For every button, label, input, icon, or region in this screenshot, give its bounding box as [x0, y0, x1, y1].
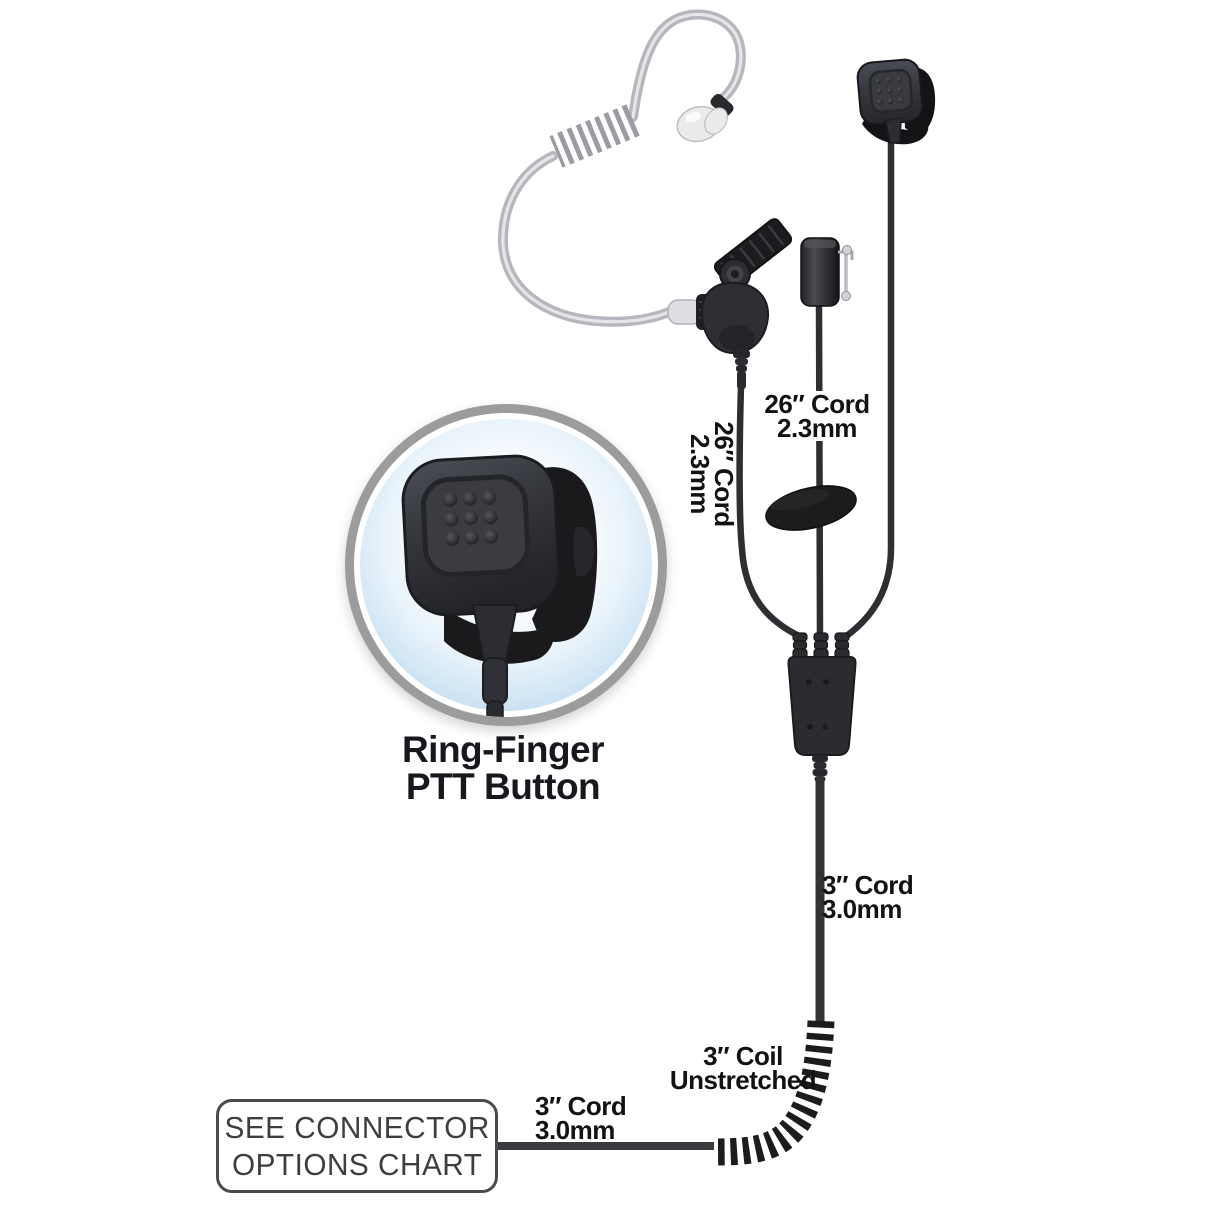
microphone-cord — [815, 302, 824, 641]
label-line: 2.3mm — [777, 413, 857, 443]
earpiece-swivel-clip — [667, 218, 793, 389]
label-line: 3″ Cord — [535, 1091, 627, 1121]
earpiece-cord — [736, 382, 805, 641]
connector-options-box: SEE CONNECTOR OPTIONS CHART — [216, 1099, 498, 1193]
label-3-coil: 3″ Coil Unstretched — [662, 1041, 824, 1095]
caption-line: Ring-Finger — [401, 729, 605, 770]
coiled-cord — [716, 1020, 835, 1166]
label-26-cord-right: 26″ Cord 2.3mm — [762, 391, 872, 441]
ring-ptt-button — [856, 58, 936, 145]
label-line: 2.3mm — [685, 434, 715, 514]
ptt-button-zoom-inset — [345, 404, 667, 726]
ptt-dot-grid — [442, 490, 499, 546]
label-line: Unstretched — [669, 1065, 817, 1095]
ear-tip — [676, 93, 734, 143]
label-line: 26″ Cord — [764, 389, 870, 419]
box-line: SEE CONNECTOR — [224, 1110, 490, 1145]
ptt-cord — [841, 136, 895, 641]
box-line: OPTIONS CHART — [231, 1147, 483, 1182]
ptt-button-closeup — [401, 454, 598, 717]
ptt-button-face — [401, 454, 561, 617]
ptt-button-cord — [471, 604, 519, 717]
tube-coil — [549, 104, 640, 168]
connector-options-text: SEE CONNECTOR OPTIONS CHART — [224, 1109, 489, 1183]
metal-pin-clip — [838, 245, 854, 301]
label-line: 3.0mm — [822, 894, 902, 924]
label-line: 3″ Coil — [703, 1041, 783, 1071]
foam-windscreen — [765, 485, 857, 531]
label-line: 3″ Cord — [822, 870, 914, 900]
acoustic-tube — [497, 9, 746, 327]
label-line: 26″ Cord — [709, 421, 739, 527]
label-3-cord-mid: 3″ Cord 3.0mm — [822, 870, 914, 924]
lapel-microphone — [800, 237, 854, 307]
label-26-cord-left-rotated: 26″ Cord 2.3mm — [684, 421, 739, 527]
inset-caption: Ring-Finger PTT Button — [373, 731, 633, 805]
label-line: 3.0mm — [535, 1115, 615, 1145]
caption-line: PTT Button — [405, 766, 601, 807]
three-way-junction — [787, 632, 857, 782]
label-3-cord-bottom: 3″ Cord 3.0mm — [535, 1091, 627, 1145]
